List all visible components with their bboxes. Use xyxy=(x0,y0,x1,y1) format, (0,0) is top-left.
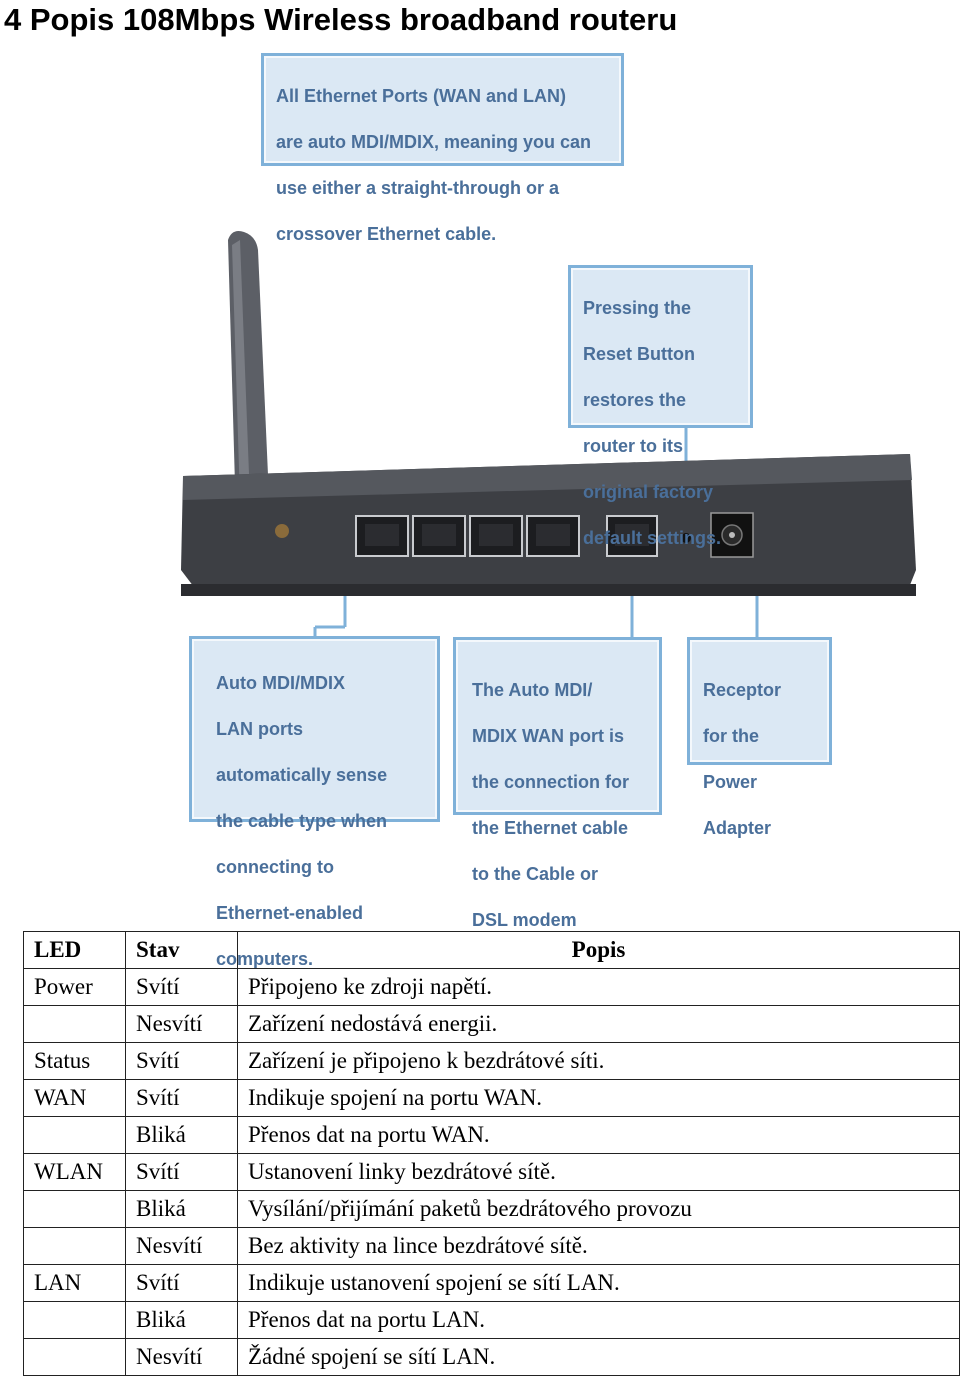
callout-mdix: All Ethernet Ports (WAN and LAN) are aut… xyxy=(261,53,624,244)
cell-popis: Přenos dat na portu WAN. xyxy=(237,1116,960,1154)
callout-line: original factory xyxy=(583,482,714,502)
cell-led: Power xyxy=(23,968,126,1006)
callout-line: for the xyxy=(703,726,759,746)
cell-popis: Indikuje spojení na portu WAN. xyxy=(237,1079,960,1117)
callout-line: are auto MDI/MDIX, meaning you can xyxy=(276,132,592,152)
cell-stav: Nesvítí xyxy=(125,1227,238,1265)
callout-line: default settings. xyxy=(583,528,722,548)
callout-line: All Ethernet Ports (WAN and LAN) xyxy=(276,86,567,106)
cell-popis: Zařízení nedostává energii. xyxy=(237,1005,960,1043)
callout-line: crossover Ethernet cable. xyxy=(276,224,497,244)
cell-led xyxy=(23,1005,126,1043)
cell-led xyxy=(23,1301,126,1339)
header-stav: Stav xyxy=(125,931,238,969)
cell-popis: Vysílání/přijímání paketů bezdrátového p… xyxy=(237,1190,960,1228)
cell-stav: Nesvítí xyxy=(125,1338,238,1376)
router-illustration xyxy=(181,231,916,637)
callout-line: Power xyxy=(703,772,758,792)
cell-popis: Přenos dat na portu LAN. xyxy=(237,1301,960,1339)
cell-popis: Indikuje ustanovení spojení se sítí LAN. xyxy=(237,1264,960,1302)
lan-port-inner xyxy=(365,524,570,546)
cell-led xyxy=(23,1338,126,1376)
callout-line: use either a straight-through or a xyxy=(276,178,560,198)
header-popis: Popis xyxy=(237,931,960,969)
callout-line: connecting to xyxy=(216,857,334,877)
cell-popis: Zařízení je připojeno k bezdrátové síti. xyxy=(237,1042,960,1080)
cell-led xyxy=(23,1116,126,1154)
callout-line: to the Cable or xyxy=(472,864,599,884)
callout-line: Ethernet-enabled xyxy=(216,903,364,923)
callout-wan: The Auto MDI/ MDIX WAN port is the conne… xyxy=(453,637,662,930)
cell-led xyxy=(23,1190,126,1228)
callout-line: the cable type when xyxy=(216,811,388,831)
callout-line: Auto MDI/MDIX xyxy=(216,673,345,693)
cell-popis: Připojeno ke zdroji napětí. xyxy=(237,968,960,1006)
callout-line: LAN ports xyxy=(216,719,303,739)
cell-stav: Nesvítí xyxy=(125,1005,238,1043)
callout-line: Receptor xyxy=(703,680,782,700)
cell-stav: Bliká xyxy=(125,1116,238,1154)
cell-led: WAN xyxy=(23,1079,126,1117)
callout-line: router to its xyxy=(583,436,684,456)
callout-line: the Ethernet cable xyxy=(472,818,629,838)
callout-line: DSL modem xyxy=(472,910,577,930)
cell-stav: Svítí xyxy=(125,968,238,1006)
reset-button xyxy=(681,533,691,543)
callout-line: Reset Button xyxy=(583,344,695,364)
router-figure: All Ethernet Ports (WAN and LAN) are aut… xyxy=(181,53,916,969)
table-header-row: LED Stav Popis xyxy=(23,931,960,969)
cell-stav: Svítí xyxy=(125,1079,238,1117)
page-title: 4 Popis 108Mbps Wireless broadband route… xyxy=(4,2,678,37)
cell-popis: Žádné spojení se sítí LAN. xyxy=(237,1338,960,1376)
cell-led xyxy=(23,1227,126,1265)
cell-popis: Ustanovení linky bezdrátové sítě. xyxy=(237,1153,960,1191)
cell-led: WLAN xyxy=(23,1153,126,1191)
callout-line: Adapter xyxy=(703,818,772,838)
cell-stav: Bliká xyxy=(125,1301,238,1339)
cell-stav: Svítí xyxy=(125,1264,238,1302)
cell-stav: Svítí xyxy=(125,1042,238,1080)
callout-line: the connection for xyxy=(472,772,629,792)
callout-reset: Pressing the Reset Button restores the r… xyxy=(568,265,753,548)
cell-led: Status xyxy=(23,1042,126,1080)
cell-stav: Bliká xyxy=(125,1190,238,1228)
power-jack xyxy=(710,512,754,558)
callout-line: restores the xyxy=(583,390,687,410)
cell-popis: Bez aktivity na lince bezdrátové sítě. xyxy=(237,1227,960,1265)
header-led: LED xyxy=(23,931,126,969)
callout-line: automatically sense xyxy=(216,765,388,785)
callout-line: MDIX WAN port is xyxy=(472,726,624,746)
callout-lan: Auto MDI/MDIX LAN ports automatically se… xyxy=(189,636,440,969)
cell-led: LAN xyxy=(23,1264,126,1302)
callout-line: Pressing the xyxy=(583,298,692,318)
callout-line: The Auto MDI/ xyxy=(472,680,593,700)
cell-stav: Svítí xyxy=(125,1153,238,1191)
callout-power: Receptor for the Power Adapter xyxy=(687,637,832,838)
